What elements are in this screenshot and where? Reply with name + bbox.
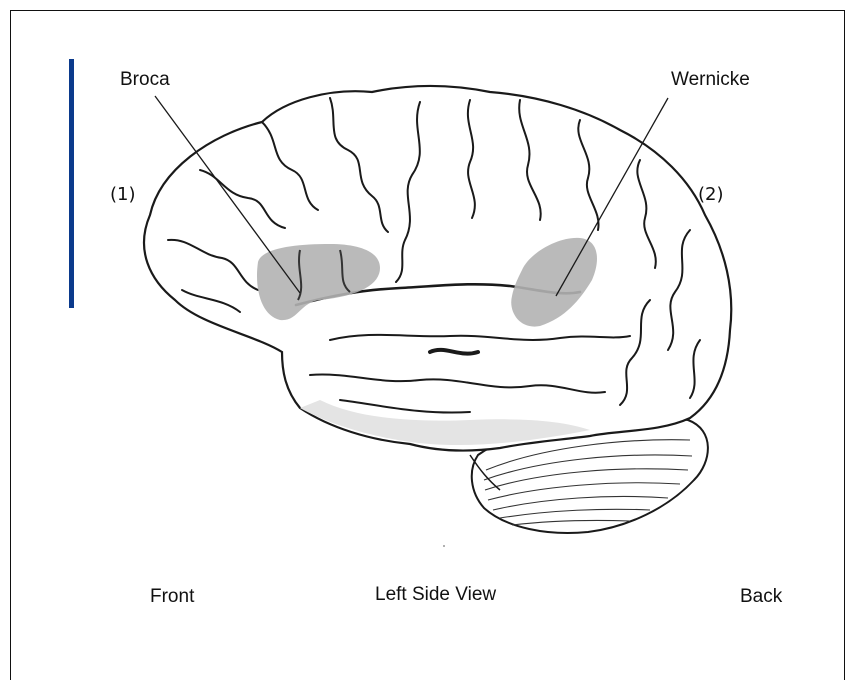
view-label: Left Side View [375, 584, 496, 606]
wernicke-label: Wernicke [671, 69, 750, 91]
front-label: Front [150, 586, 194, 608]
back-label: Back [740, 586, 782, 608]
broca-label: Broca [120, 69, 170, 91]
marker-2: (2) [698, 184, 724, 205]
marker-1: (1) [110, 184, 136, 205]
speck [443, 545, 445, 547]
